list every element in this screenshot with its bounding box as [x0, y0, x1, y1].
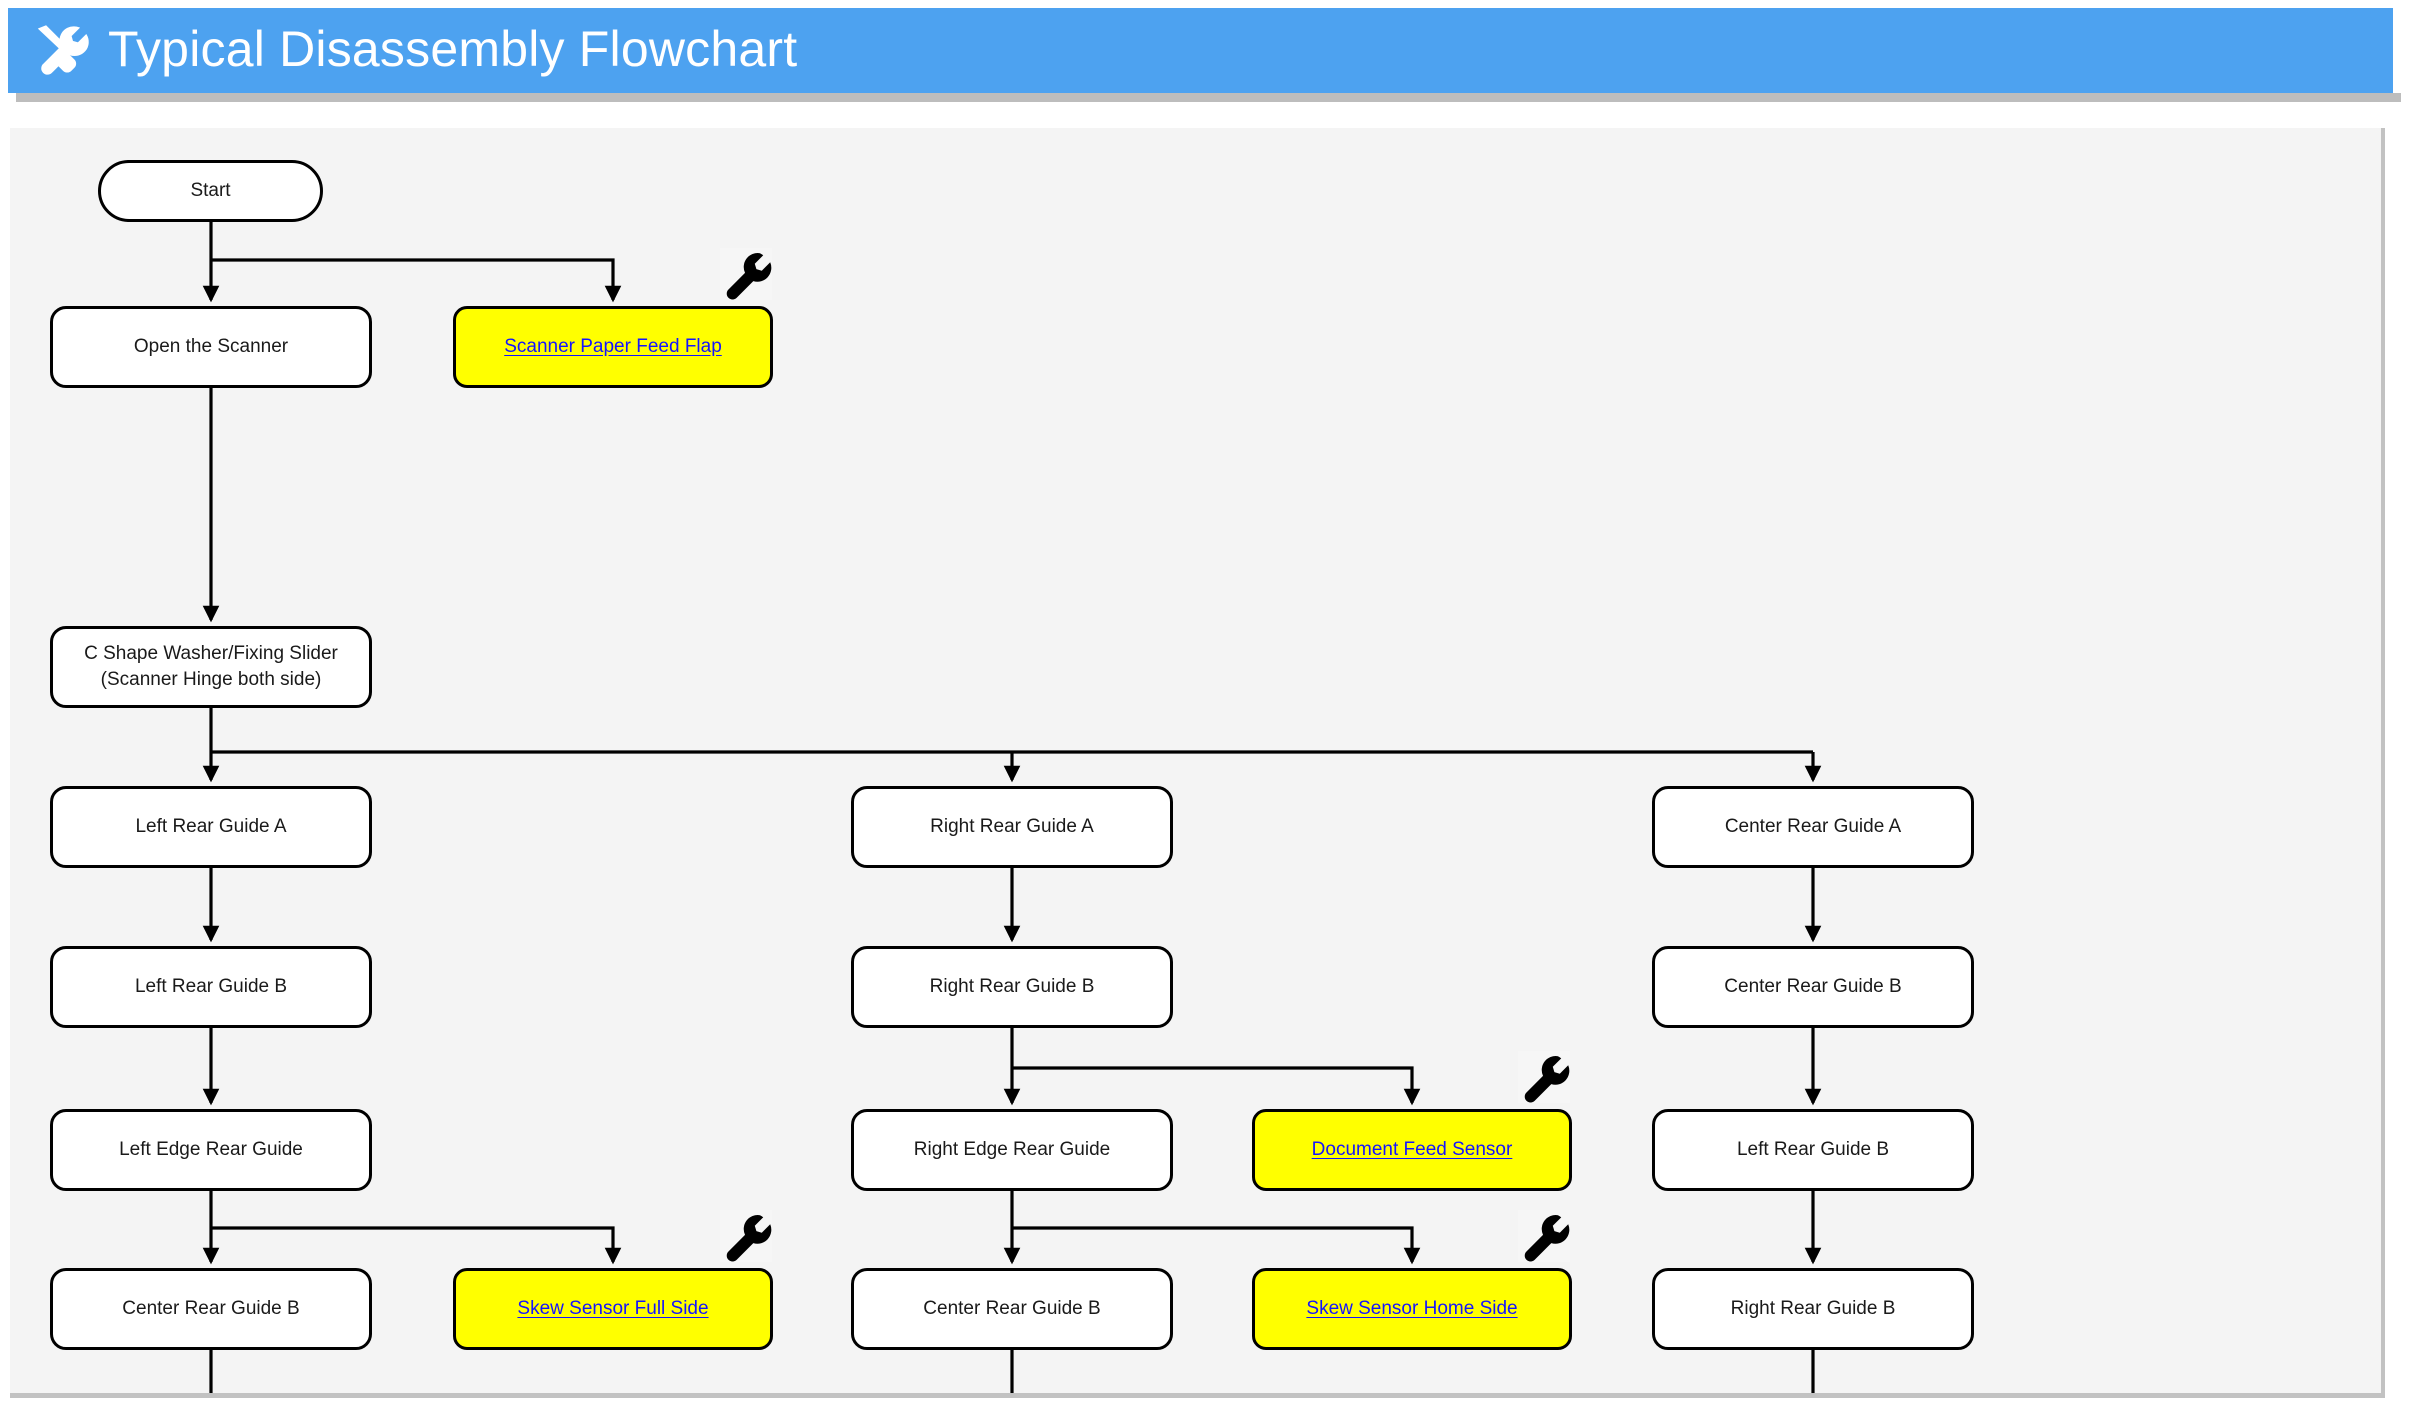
node-label: Right Rear Guide B [929, 976, 1095, 998]
node-label: Left Edge Rear Guide [119, 1139, 303, 1161]
node-label: Left Rear Guide A [135, 816, 287, 838]
node-start[interactable]: Start [98, 160, 323, 222]
node-open-scanner[interactable]: Open the Scanner [50, 306, 372, 388]
node-left-rear-guide-a[interactable]: Left Rear Guide A [50, 786, 372, 868]
node-label: Center Rear Guide B [122, 1298, 300, 1320]
node-center-rear-guide-a-right[interactable]: Center Rear Guide A [1652, 786, 1974, 868]
node-label: Right Rear Guide B [1730, 1298, 1896, 1320]
wrench-icon [1518, 1210, 1570, 1262]
node-center-rear-guide-b-left[interactable]: Center Rear Guide B [50, 1268, 372, 1350]
canvas-right-gutter [2385, 128, 2409, 1398]
node-right-rear-guide-b[interactable]: Right Rear Guide B [851, 946, 1173, 1028]
node-label: Right Edge Rear Guide [913, 1139, 1111, 1161]
node-scanner-paper-feed-flap[interactable]: Scanner Paper Feed Flap [453, 306, 773, 388]
node-right-edge-rear-guide[interactable]: Right Edge Rear Guide [851, 1109, 1173, 1191]
canvas-left-gutter [0, 128, 10, 1425]
node-link-label[interactable]: Skew Sensor Full Side [517, 1298, 709, 1320]
node-skew-sensor-full-side[interactable]: Skew Sensor Full Side [453, 1268, 773, 1350]
wrench-icon [720, 1210, 772, 1262]
node-right-rear-guide-a[interactable]: Right Rear Guide A [851, 786, 1173, 868]
node-label: C Shape Washer/Fixing Slider (Scanner Hi… [84, 643, 338, 690]
page-title: Typical Disassembly Flowchart [108, 20, 798, 77]
node-link-label[interactable]: Scanner Paper Feed Flap [504, 336, 722, 358]
node-label: Left Rear Guide B [1736, 1139, 1890, 1161]
node-skew-sensor-home-side[interactable]: Skew Sensor Home Side [1252, 1268, 1572, 1350]
node-label: Left Rear Guide B [134, 976, 288, 998]
node-right-rear-guide-b-right[interactable]: Right Rear Guide B [1652, 1268, 1974, 1350]
node-label: Right Rear Guide A [930, 816, 1094, 838]
tools-icon [30, 21, 92, 83]
header-left-edge [0, 8, 8, 93]
node-left-rear-guide-b[interactable]: Left Rear Guide B [50, 946, 372, 1028]
wrench-icon [1518, 1051, 1570, 1103]
node-label: Start [190, 180, 231, 202]
node-label: Open the Scanner [133, 336, 289, 358]
app-header: Typical Disassembly Flowchart [8, 8, 2393, 93]
node-c-shape-washer[interactable]: C Shape Washer/Fixing Slider (Scanner Hi… [50, 626, 372, 708]
node-label: Center Rear Guide B [1724, 976, 1902, 998]
flowchart-canvas: Start Open the Scanner Scanner Paper Fee… [10, 128, 2385, 1398]
wrench-icon [720, 248, 772, 300]
node-center-rear-guide-b-center[interactable]: Center Rear Guide B [851, 1268, 1173, 1350]
node-label: Center Rear Guide A [1724, 816, 1902, 838]
node-left-rear-guide-b-right[interactable]: Left Rear Guide B [1652, 1109, 1974, 1191]
node-document-feed-sensor[interactable]: Document Feed Sensor [1252, 1109, 1572, 1191]
canvas-bottom-gutter [0, 1398, 2409, 1425]
node-label: Center Rear Guide B [923, 1298, 1101, 1320]
node-link-label[interactable]: Document Feed Sensor [1311, 1139, 1513, 1161]
header-shadow [16, 93, 2401, 102]
node-center-rear-guide-b-right[interactable]: Center Rear Guide B [1652, 946, 1974, 1028]
node-link-label[interactable]: Skew Sensor Home Side [1306, 1298, 1518, 1320]
node-left-edge-rear-guide[interactable]: Left Edge Rear Guide [50, 1109, 372, 1191]
